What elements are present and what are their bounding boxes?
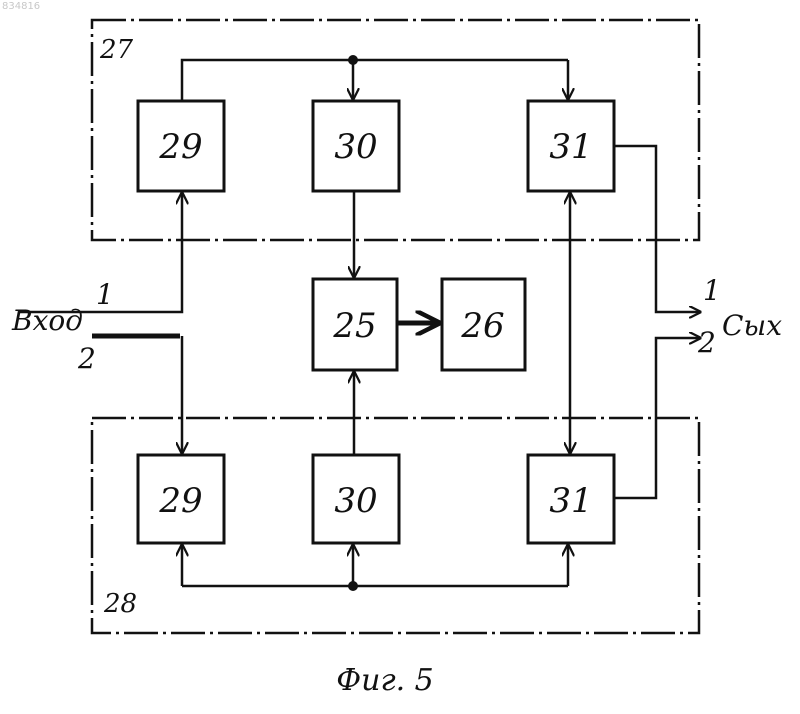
output-line-1-label: 1 xyxy=(703,274,721,307)
output-line-1 xyxy=(614,146,700,312)
corner-mark: 834816 xyxy=(2,1,40,12)
frame-label-27: 27 xyxy=(99,35,134,65)
output-label: Сых xyxy=(722,309,782,342)
input-label: Вход xyxy=(11,304,83,337)
block-label-31-bottom: 31 xyxy=(549,481,592,521)
junction-dot-top xyxy=(348,55,358,65)
input-line-1-label: 1 xyxy=(96,278,114,311)
block-label-30-top: 30 xyxy=(334,127,377,167)
block-label-25: 25 xyxy=(332,306,376,346)
junction-dot-bottom xyxy=(348,581,358,591)
block-label-31-top: 31 xyxy=(549,127,592,167)
input-line-2-label: 2 xyxy=(77,342,96,375)
frame-label-28: 28 xyxy=(103,589,137,619)
block-label-29-bottom: 29 xyxy=(158,481,202,521)
top-bus xyxy=(182,60,568,101)
block-label-29-top: 29 xyxy=(158,127,202,167)
figure-caption: Фиг. 5 xyxy=(336,663,434,698)
block-label-26: 26 xyxy=(460,306,504,346)
output-line-2-label: 2 xyxy=(697,326,716,359)
block-label-30-bottom: 30 xyxy=(334,481,377,521)
